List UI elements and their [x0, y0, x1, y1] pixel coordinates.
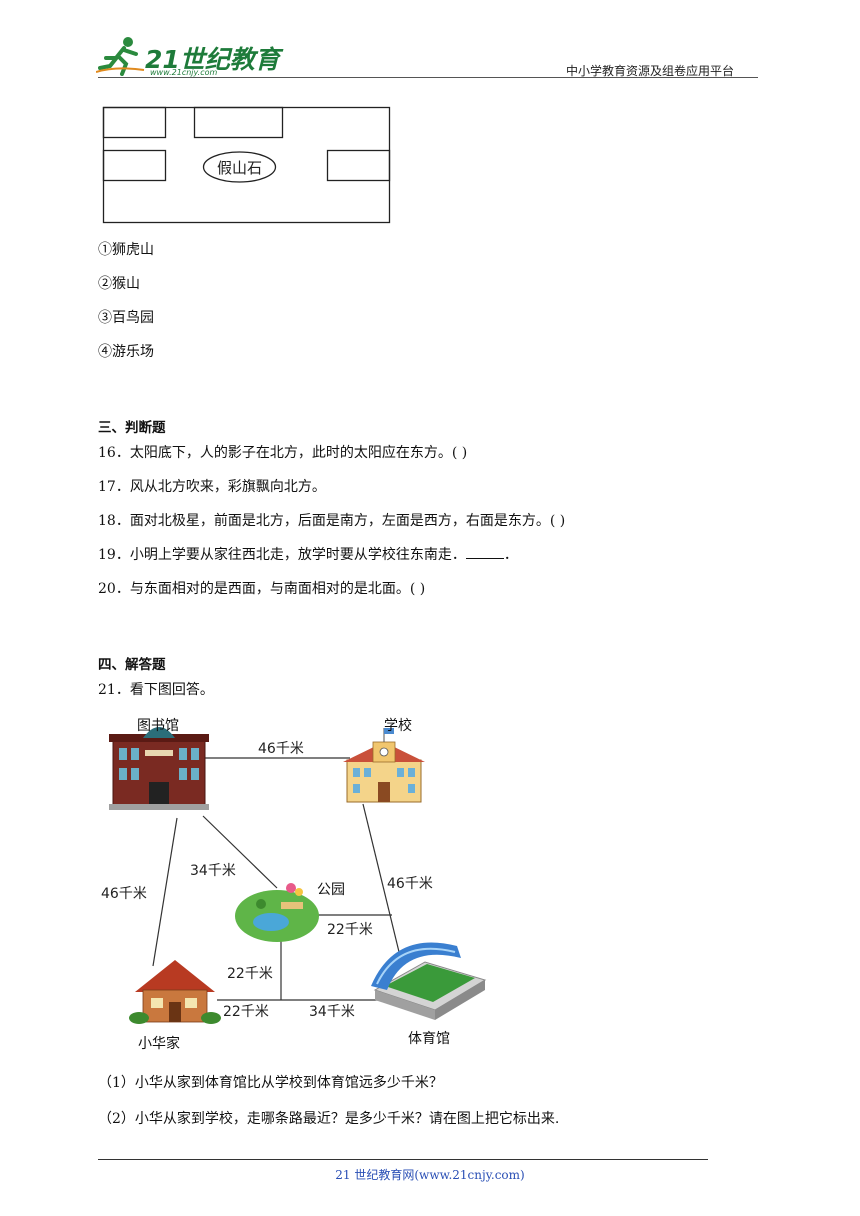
home-label: 小华家: [138, 1035, 180, 1052]
logo-text: 21世纪教育: [145, 45, 280, 74]
question-18: 18．面对北极星，前面是北方，后面是南方，左面是西方，右面是东方。( ): [98, 512, 565, 530]
question-text: 面对北极星，前面是北方，后面是南方，左面是西方，右面是东方。( ): [129, 513, 566, 529]
header-divider: [98, 77, 758, 78]
park-label: 公园: [317, 882, 345, 898]
question-text: 小明上学要从家往西北走，放学时要从学校往东南走．: [129, 547, 466, 563]
question-21-part-1: （1）小华从家到体育馆比从学校到体育馆远多少千米？: [98, 1075, 443, 1091]
rockery-label: 假山石: [217, 159, 262, 177]
option-1: ①狮虎山: [98, 242, 154, 258]
question-text: 太阳底下，人的影子在北方，此时的太阳应在东方。( ): [129, 445, 468, 461]
distance-library-school: 46千米: [258, 741, 304, 757]
stadium-icon: [371, 942, 487, 1020]
answer-blank: [465, 546, 504, 559]
option-2: ②猴山: [98, 276, 140, 292]
section-4-title: 四、解答题: [98, 657, 166, 673]
distance-library-park: 34千米: [190, 863, 236, 879]
box-middle-right: [326, 149, 391, 182]
question-20: 20．与东面相对的是西面，与南面相对的是北面。( ): [98, 580, 425, 598]
question-number: 20．: [98, 581, 130, 597]
library-icon: [109, 727, 209, 810]
header-platform-text: 中小学教育资源及组卷应用平台: [566, 64, 735, 78]
question-17: 17．风从北方吹来，彩旗飘向北方。: [98, 478, 326, 496]
question-16: 16．太阳底下，人的影子在北方，此时的太阳应在东方。( ): [98, 444, 467, 462]
question-21: 21．看下图回答。: [98, 682, 214, 698]
route-map-figure: 图书馆 学校 公园 小华家: [101, 717, 487, 1052]
question-21-part-2: （2）小华从家到学校，走哪条路最近？是多少千米？请在图上把它标出来.: [98, 1111, 560, 1127]
stadium-label: 体育馆: [408, 1031, 450, 1047]
distance-library-home: 46千米: [101, 886, 147, 902]
distance-park-corner: 22千米: [227, 966, 273, 982]
section-3-title: 三、判断题: [98, 420, 166, 436]
box-middle-left: [102, 149, 167, 182]
question-text-end: ．: [503, 547, 518, 563]
runner-logo-icon: [96, 37, 145, 76]
question-number: 16．: [98, 445, 130, 461]
library-label: 图书馆: [137, 718, 179, 734]
road-library-park: [202, 815, 278, 889]
road-library-home: [152, 817, 178, 967]
distance-home-corner: 22千米: [223, 1004, 269, 1020]
footer-divider: [98, 1159, 708, 1160]
home-icon: [129, 960, 221, 1024]
distance-park-stadium: 22千米: [327, 922, 373, 938]
box-top-middle: [193, 106, 284, 139]
box-top-left: [102, 106, 167, 139]
footer-link[interactable]: 21 世纪教育网(www.21cnjy.com): [335, 1168, 525, 1182]
option-3: ③百鸟园: [98, 310, 154, 326]
rockery-layout-figure: 假山石: [102, 106, 391, 224]
school-icon: [343, 728, 425, 803]
question-number: 18．: [98, 513, 130, 529]
question-text: 风从北方吹来，彩旗飘向北方。: [129, 479, 326, 495]
option-4: ④游乐场: [98, 344, 154, 360]
question-text: 与东面相对的是西面，与南面相对的是北面。( ): [129, 581, 426, 597]
park-icon: [235, 883, 319, 942]
logo-url: www.21cnjy.com: [150, 68, 218, 77]
road-school-stadium: [362, 803, 401, 957]
rockery-ellipse: [202, 151, 277, 183]
question-number: 17．: [98, 479, 130, 495]
question-number: 19．: [98, 547, 130, 563]
question-19: 19．小明上学要从家往西北走，放学时要从学校往东南走． ．: [98, 546, 518, 564]
distance-school-stadium: 46千米: [387, 876, 433, 892]
school-label: 学校: [384, 717, 412, 734]
distance-corner-stadium: 34千米: [309, 1004, 355, 1020]
